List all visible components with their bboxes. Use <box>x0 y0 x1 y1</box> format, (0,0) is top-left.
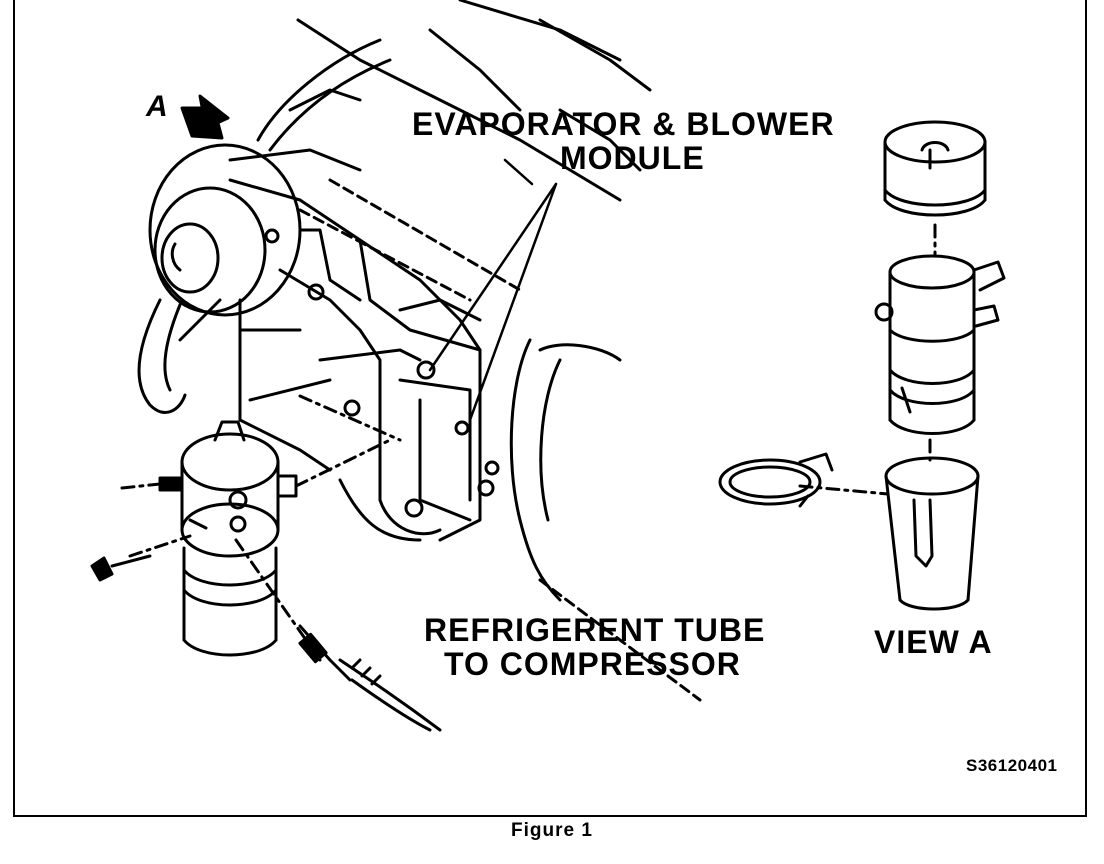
accumulator-main <box>90 420 298 657</box>
view-a-label: VIEW A <box>874 624 993 660</box>
refrigerant-tube <box>298 624 442 732</box>
figure-frame <box>13 0 1087 817</box>
figure-code: S36120401 <box>966 756 1058 775</box>
view-a-clamp <box>718 452 834 508</box>
view-marker-label: A <box>146 90 168 123</box>
view-a-cap <box>883 120 987 217</box>
evaporator-module <box>178 178 500 542</box>
evaporator-label-line1: EVAPORATOR & BLOWER <box>412 106 835 142</box>
evaporator-label-line2: MODULE <box>560 140 705 176</box>
alignment-lines <box>120 223 937 662</box>
refrigerant-label-line2: TO COMPRESSOR <box>444 646 741 682</box>
view-a-bracket <box>884 456 980 611</box>
figure-caption: Figure 1 <box>511 820 593 841</box>
refrigerant-label-line1: REFRIGERENT TUBE <box>424 612 766 648</box>
vehicle-body-outline <box>256 0 702 702</box>
view-a-accumulator <box>874 254 1006 435</box>
leader-lines <box>428 158 558 422</box>
view-direction-arrow <box>180 94 230 140</box>
